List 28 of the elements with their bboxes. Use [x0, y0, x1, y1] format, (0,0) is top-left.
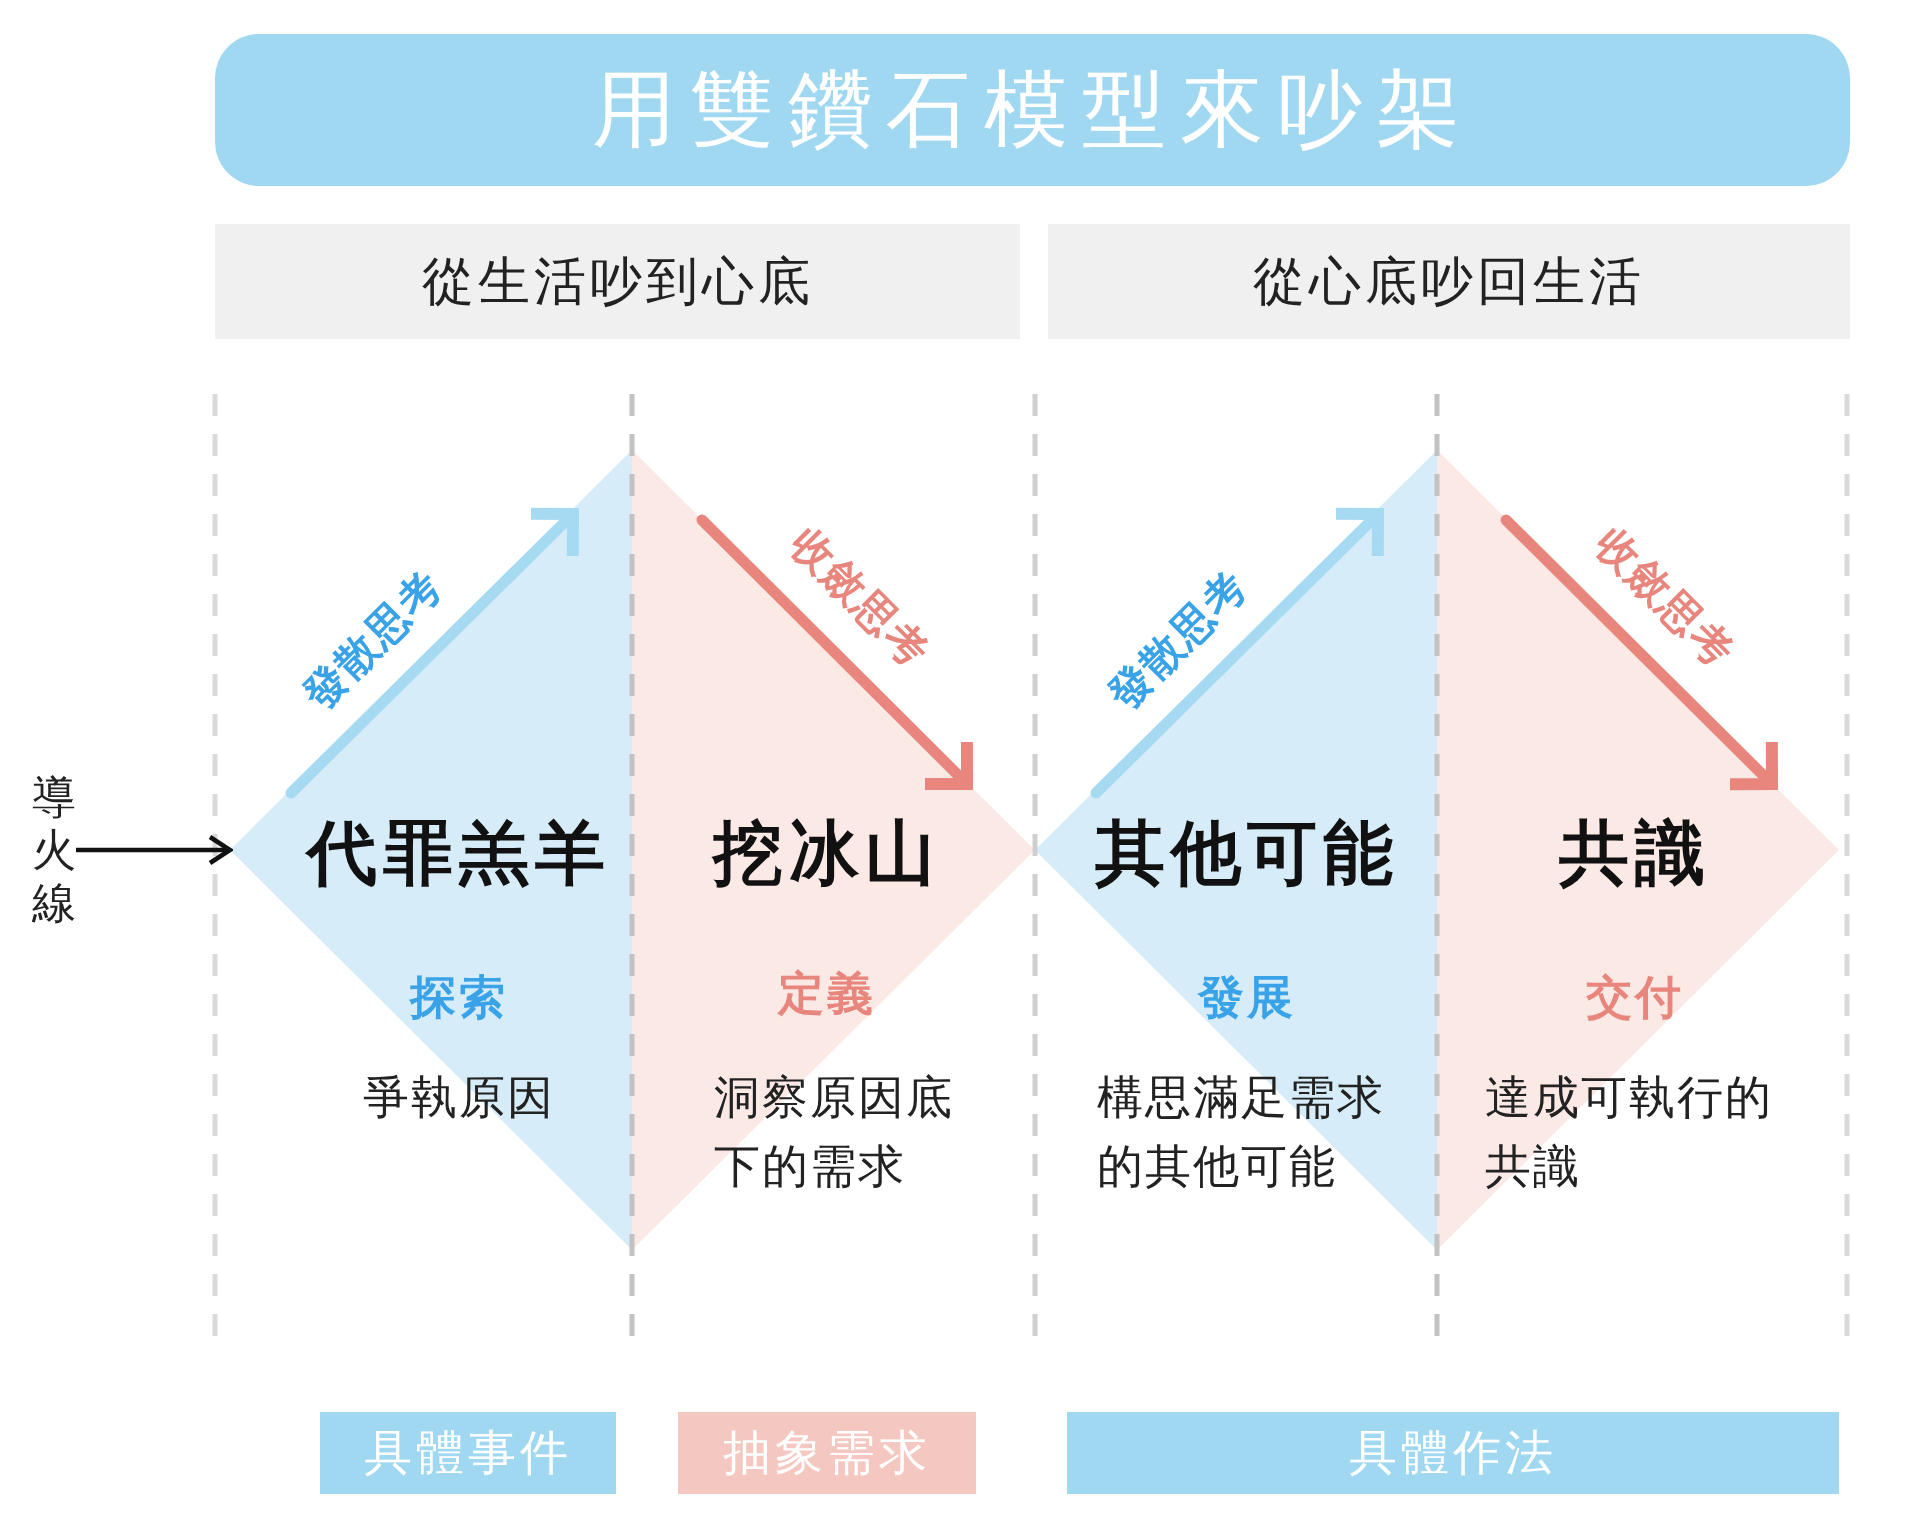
phase-description: 達成可執行的共識	[1485, 1069, 1774, 1195]
phase-name: 交付	[1586, 970, 1684, 1026]
title-banner: 用雙鑽石模型來吵架	[215, 34, 1850, 186]
phase-description: 爭執原因	[363, 1069, 555, 1126]
category-bar: 具體事件	[320, 1412, 616, 1494]
phase-title: 共識	[1559, 811, 1711, 895]
phase-name: 定義	[778, 966, 876, 1022]
diamond-half	[1035, 450, 1437, 1250]
phase-title: 代罪羔羊	[307, 811, 611, 895]
phase-name: 發展	[1198, 970, 1296, 1026]
trigger-label: 導火線	[32, 771, 76, 930]
phase-description: 構思滿足需求的其他可能	[1097, 1069, 1386, 1195]
diamond-half	[230, 450, 632, 1250]
diamond-half	[1437, 450, 1839, 1250]
diamond-half	[632, 450, 1035, 1250]
phase-title: 挖冰山	[713, 811, 941, 895]
direction-label: 發散思考	[294, 561, 452, 719]
direction-label: 收斂思考	[1586, 519, 1744, 677]
phase-name: 探索	[410, 970, 508, 1026]
phase-title: 其他可能	[1095, 811, 1399, 895]
phase-description: 洞察原因底下的需求	[714, 1069, 955, 1195]
direction-label: 發散思考	[1099, 561, 1257, 719]
section-header: 從生活吵到心底	[215, 224, 1020, 339]
category-bar: 抽象需求	[678, 1412, 976, 1494]
arrow	[76, 834, 233, 866]
direction-label: 收斂思考	[781, 519, 939, 677]
section-header: 從心底吵回生活	[1048, 224, 1850, 339]
category-bar: 具體作法	[1067, 1412, 1839, 1494]
